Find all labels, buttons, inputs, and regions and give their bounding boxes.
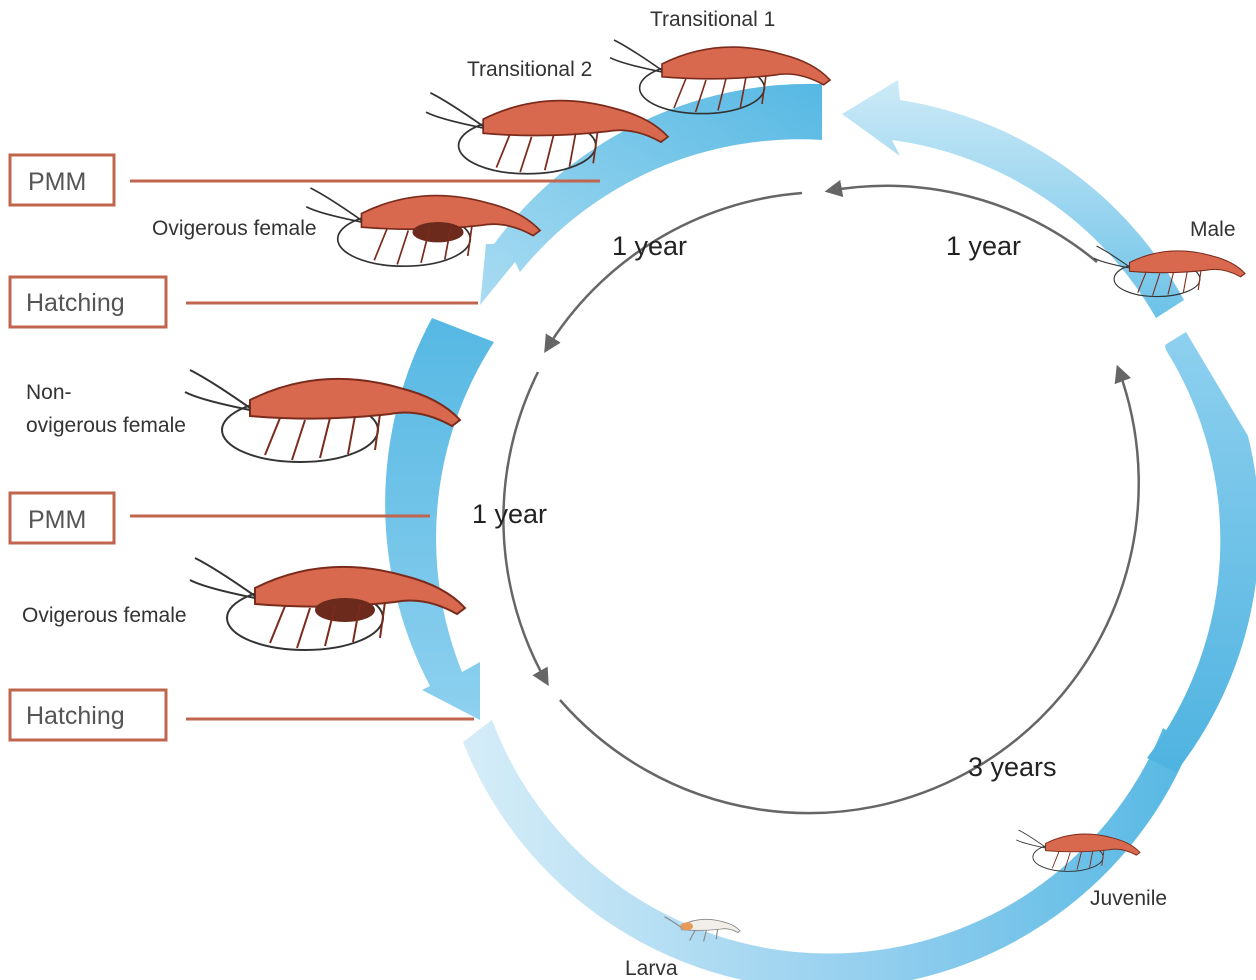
inner-arc-top-left bbox=[546, 193, 802, 350]
label-transitional2: Transitional 2 bbox=[467, 58, 592, 81]
inner-arc-bottom-right bbox=[560, 368, 1139, 813]
label-ovigerous-female-bottom: Ovigerous female bbox=[22, 604, 187, 627]
event-hatching-bottom-label: Hatching bbox=[26, 702, 125, 730]
label-juvenile: Juvenile bbox=[1090, 887, 1167, 910]
event-hatching-bottom: Hatching bbox=[10, 690, 474, 740]
event-pmm-top: PMM bbox=[10, 155, 600, 205]
event-hatching-top-label: Hatching bbox=[26, 289, 125, 317]
arrow-juvenile-to-male bbox=[1147, 332, 1256, 772]
arrow-male-to-transitional bbox=[842, 80, 1184, 318]
label-ovigerous-female-top: Ovigerous female bbox=[152, 217, 317, 240]
label-non-ovigerous-female-line1: Non- bbox=[26, 381, 72, 404]
inner-time-circle bbox=[503, 186, 1138, 813]
label-non-ovigerous-female-line2: ovigerous female bbox=[26, 414, 186, 437]
duration-left: 1 year bbox=[472, 499, 547, 529]
duration-bottom-right: 3 years bbox=[968, 752, 1057, 782]
duration-top-left: 1 year bbox=[612, 231, 687, 261]
label-male: Male bbox=[1190, 218, 1236, 241]
duration-top-right: 1 year bbox=[946, 231, 1021, 261]
event-pmm-middle: PMM bbox=[10, 493, 430, 543]
event-pmm-top-label: PMM bbox=[28, 168, 86, 196]
label-transitional1: Transitional 1 bbox=[650, 8, 775, 31]
event-hatching-top: Hatching bbox=[10, 277, 478, 327]
label-larva: Larva bbox=[625, 957, 678, 980]
event-pmm-middle-label: PMM bbox=[28, 506, 86, 534]
